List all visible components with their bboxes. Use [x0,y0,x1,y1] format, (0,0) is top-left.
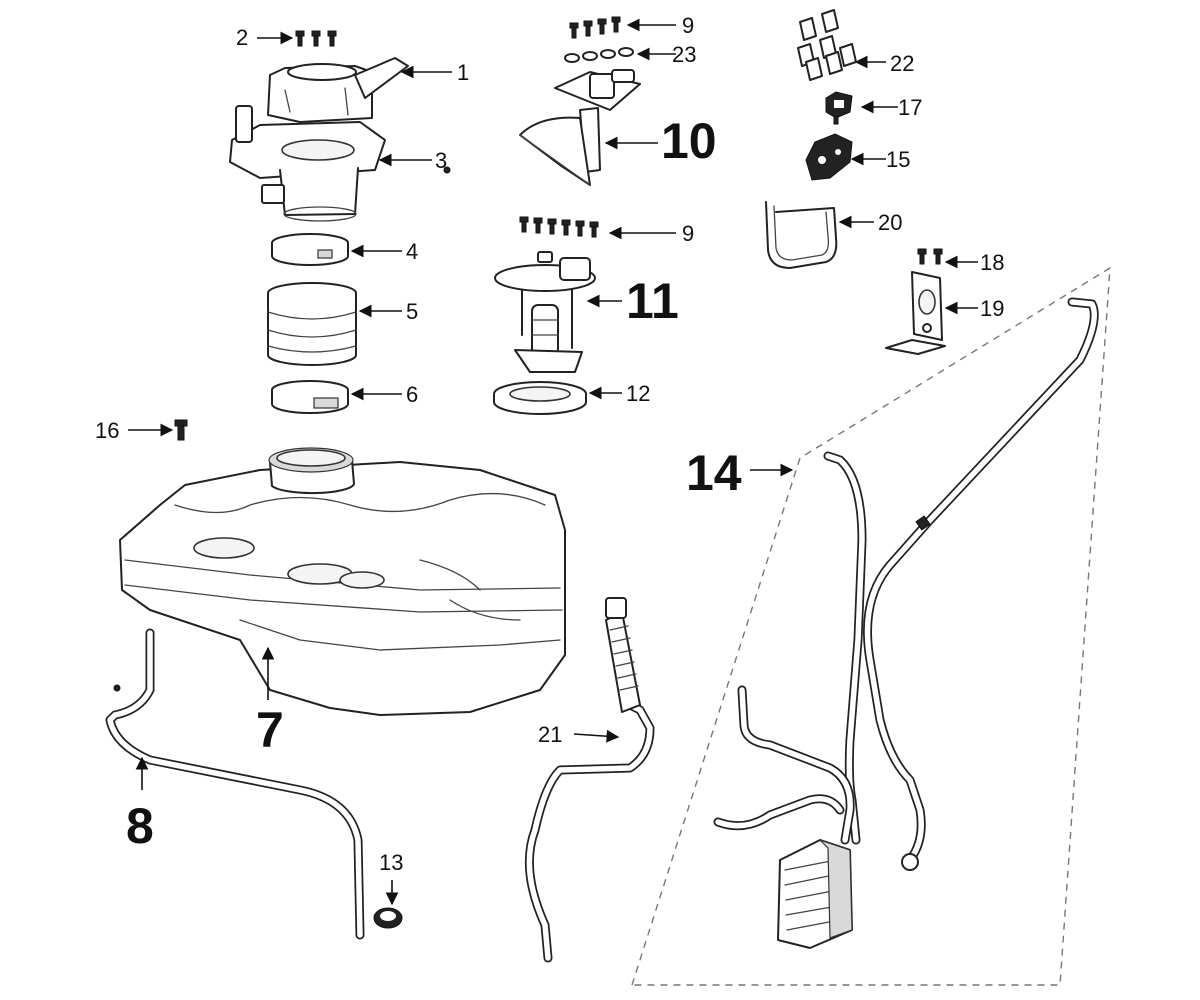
label-part-10: 10 [661,113,717,169]
label-part-9-upper: 9 [682,13,694,38]
label-part-17: 17 [898,95,922,120]
part-9-bolts-lower [519,216,599,238]
label-part-9-lower: 9 [682,221,694,246]
callout-labels: 2 1 3 4 5 6 7 8 9 23 10 9 11 12 13 14 15… [95,13,1004,875]
label-part-16: 16 [95,418,119,443]
label-part-22: 22 [890,51,914,76]
part-3-filler-base [229,105,451,222]
label-part-5: 5 [406,299,418,324]
label-part-23: 23 [672,42,696,67]
leader-lines [128,18,978,906]
part-19-mounting-plate [885,271,946,355]
label-part-19: 19 [980,296,1004,321]
label-part-18: 18 [980,250,1004,275]
label-part-6: 6 [406,382,418,407]
part-12-lock-ring [493,381,587,415]
label-part-8: 8 [126,798,154,854]
label-part-2: 2 [236,25,248,50]
label-part-1: 1 [457,60,469,85]
label-part-11: 11 [626,273,679,329]
label-part-12: 12 [626,381,650,406]
label-part-20: 20 [878,210,902,235]
part-13-hose-clip [373,907,403,929]
part-1-filler-housing-top [267,57,409,123]
part-4-clamp [271,233,349,266]
part-5-filler-hose [267,282,357,366]
part-15-bracket [805,133,853,181]
label-part-7: 7 [256,702,284,758]
label-part-4: 4 [406,239,418,264]
part-22-clips [797,9,857,81]
part-7-fuel-tank [119,447,566,716]
part-20-strap-bracket [765,201,838,269]
part-18-bolts [917,248,943,265]
part-21-filler-pipe [524,597,655,963]
part-16-bolt [174,419,188,441]
label-part-3: 3 [435,148,447,173]
label-part-15: 15 [886,147,910,172]
part-14-vent-assembly [631,266,1111,986]
part-8-vent-tube [105,628,365,940]
part-2-bolts [295,30,337,47]
label-part-21: 21 [538,722,562,747]
part-17-connector [825,91,853,125]
part-6-clamp [271,380,349,414]
label-part-13: 13 [379,850,403,875]
part-11-fuel-pump [494,251,596,373]
part-9-bolts-upper [569,16,621,39]
part-23-washers [564,47,634,63]
label-part-14: 14 [686,445,742,501]
part-10-sender-unit [519,69,641,186]
